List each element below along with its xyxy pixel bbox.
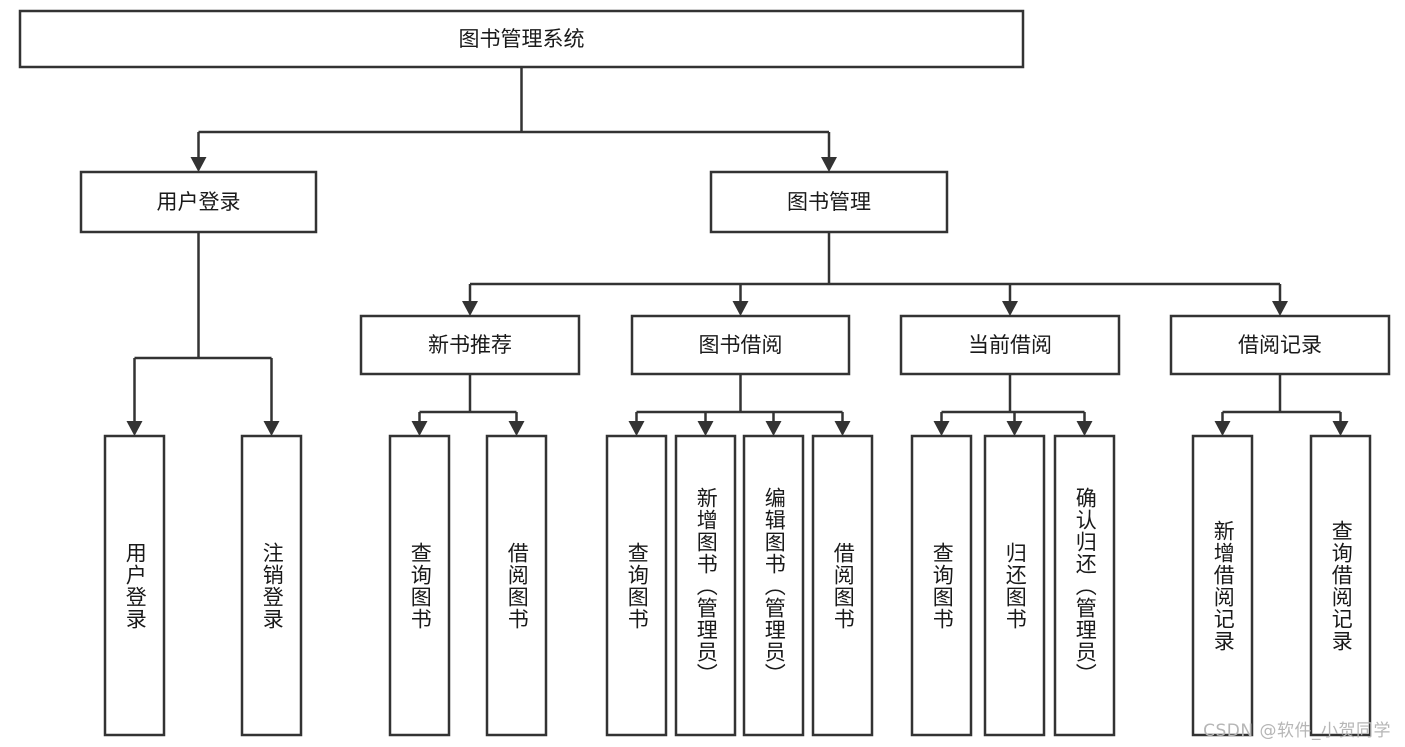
arrow-head-icon [765,421,782,436]
node-box-book-borrow[interactable] [630,314,851,376]
node-box-user-login[interactable] [79,170,318,234]
node-box-leaf-confirm-return[interactable] [1053,434,1116,737]
node-boxes-layer [18,9,1391,737]
node-box-leaf-query-record[interactable] [1309,434,1372,737]
arrow-head-icon [1002,301,1018,316]
node-label-new-book-rec: 新书推荐 [428,333,512,357]
node-box-leaf-query-book-cur[interactable] [910,434,973,737]
arrow-head-icon [190,157,207,172]
node-label-book-borrow: 图书借阅 [699,333,783,357]
arrow-head-icon [628,421,645,436]
watermark-text: CSDN @软件_小贺同学 [1203,721,1391,741]
node-box-leaf-user-login[interactable] [103,434,166,737]
node-box-borrow-record[interactable] [1169,314,1391,376]
node-box-current-borrow[interactable] [899,314,1121,376]
node-label-root: 图书管理系统 [459,27,585,51]
arrow-head-icon [126,421,143,436]
arrow-head-icon [508,421,525,436]
node-box-book-manage[interactable] [709,170,949,234]
node-box-leaf-add-record[interactable] [1191,434,1254,737]
node-label-book-manage: 图书管理 [787,190,871,214]
arrow-head-icon [462,301,478,316]
arrow-head-icon [1006,421,1023,436]
arrow-head-icon [1272,301,1288,316]
node-box-leaf-borrow-book-rec[interactable] [485,434,548,737]
node-box-leaf-edit-book[interactable] [742,434,805,737]
node-box-new-book-rec[interactable] [359,314,581,376]
arrow-head-icon [821,157,837,172]
arrow-head-icon [732,301,749,316]
node-box-root[interactable] [18,9,1025,69]
arrow-head-icon [933,421,950,436]
node-label-current-borrow: 当前借阅 [968,333,1052,357]
arrow-head-icon [697,421,714,436]
arrow-head-icon [411,421,428,436]
arrow-head-icon [1214,421,1231,436]
node-box-leaf-query-book-borrow[interactable] [605,434,668,737]
node-box-leaf-borrow-book[interactable] [811,434,874,737]
node-label-borrow-record: 借阅记录 [1238,333,1322,357]
arrow-head-icon [1076,421,1093,436]
connector-lines-layer [126,67,1349,436]
node-box-leaf-return-book[interactable] [983,434,1046,737]
node-box-leaf-user-logout[interactable] [240,434,303,737]
node-box-leaf-query-book-rec[interactable] [388,434,451,737]
arrow-head-icon [263,421,280,436]
node-box-leaf-add-book[interactable] [674,434,737,737]
arrow-head-icon [1332,421,1349,436]
arrow-head-icon [834,421,851,436]
node-label-user-login: 用户登录 [157,190,241,214]
